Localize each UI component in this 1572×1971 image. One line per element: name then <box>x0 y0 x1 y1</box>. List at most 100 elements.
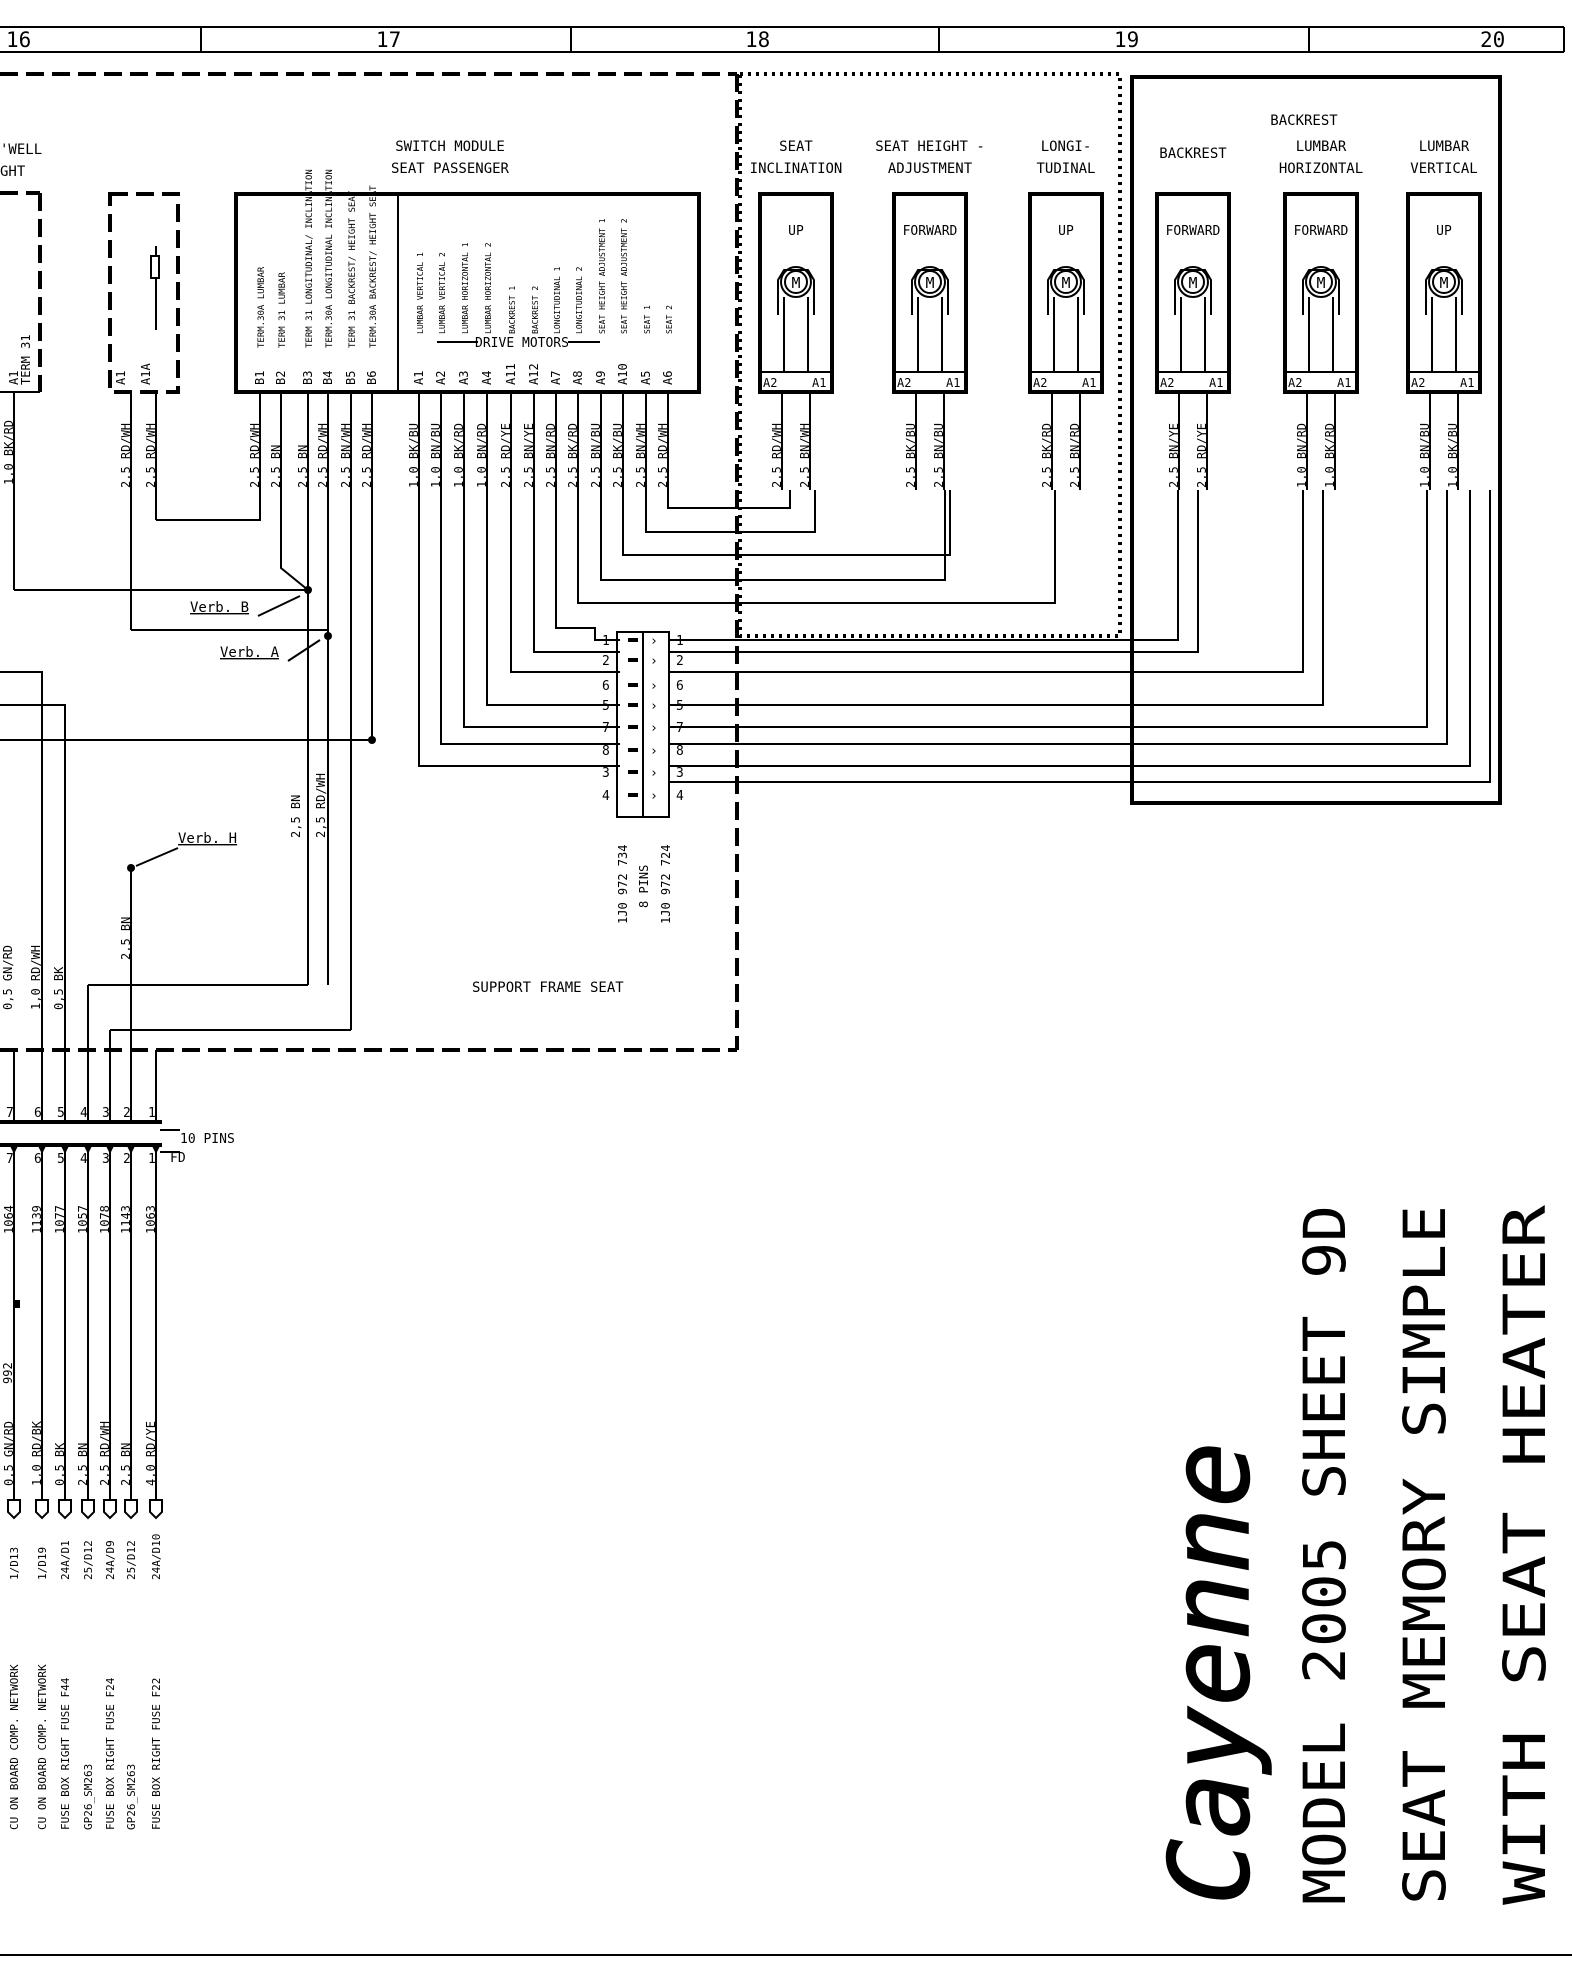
pin-label: B4 <box>321 371 335 385</box>
motor-box <box>758 192 834 394</box>
reference-label: 1/D13 <box>8 1547 21 1580</box>
pin-label: A2 <box>897 376 911 390</box>
wire-label: 2,5 RD/WH <box>144 423 158 488</box>
motor-direction: FORWARD <box>1166 224 1221 239</box>
wire-label: 2,5 BN/WH <box>798 423 812 488</box>
splice-label: Verb. A <box>220 645 280 661</box>
connector-pin-label: 5 <box>57 1152 65 1167</box>
pin-function-label: BACKREST 2 <box>531 286 540 334</box>
connector-pin-label: 3 <box>602 766 610 781</box>
grid-column-label: 16 <box>6 28 31 52</box>
pin-label: A6 <box>661 371 675 385</box>
pin-function-label: SEAT HEIGHT ADJUSTMENT 1 <box>598 218 607 334</box>
terminal-icon <box>7 1499 21 1520</box>
wire-label: 1,0 BN/RD <box>475 423 489 488</box>
left-partial-label: GHT <box>0 164 26 180</box>
wire-label: 1,0 BK/RD <box>2 420 16 485</box>
motor-direction: FORWARD <box>1294 224 1349 239</box>
pin-label: B6 <box>365 371 379 385</box>
sheet-title-line: WITH SEAT HEATER <box>1491 1205 1559 1905</box>
wire-label: 2,5 BK/RD <box>566 423 580 488</box>
connector-pin-label: 1 <box>148 1152 156 1167</box>
wire-label: 2,5 RD/WH <box>98 1421 112 1486</box>
pin-label: A1 <box>1337 376 1351 390</box>
motor-direction: UP <box>788 224 804 239</box>
wire-label: 2,5 BN <box>269 445 283 488</box>
wire-label: 1,0 BN/BU <box>429 423 443 488</box>
wire-number: 1063 <box>144 1205 158 1234</box>
motor-symbol: M <box>1188 274 1197 292</box>
switch-module-title: SEAT PASSENGER <box>391 161 510 177</box>
support-frame-seat: SUPPORT FRAME SEAT <box>0 72 739 1052</box>
motor-icon <box>780 266 812 298</box>
pin-function-label: SEAT 1 <box>643 305 652 334</box>
terminal-icon <box>58 1499 72 1520</box>
connector-pin-label: 7 <box>6 1106 14 1121</box>
motor-icon <box>1432 270 1456 294</box>
wire-label: 0,5 BK <box>53 1442 67 1486</box>
small-switch-block: A1 A1A 2,5 RD/WH 2,5 RD/WH <box>108 192 180 630</box>
motor-title: TUDINAL <box>1036 161 1095 177</box>
pin-label: A1 <box>114 371 128 385</box>
pin-function-label: TERM 31 LONGITUDINAL/ INCLINATION <box>305 169 315 348</box>
pin-label: A9 <box>594 371 608 385</box>
motor-icon <box>784 270 808 294</box>
pin-label: A2 <box>1288 376 1302 390</box>
wire-label: 2,5 RD/YE <box>499 423 513 488</box>
motor-icon <box>1177 266 1209 298</box>
motor-direction: UP <box>1436 224 1452 239</box>
connector-pin-label: 4 <box>80 1152 88 1167</box>
pin-label: B5 <box>344 371 358 385</box>
wire-label: 2,5 BN/YE <box>522 423 536 488</box>
motor-title: BACKREST <box>1159 146 1227 162</box>
pin-label: A8 <box>571 371 585 385</box>
support-frame-label: SUPPORT FRAME SEAT <box>472 980 624 996</box>
wire-number: 1078 <box>98 1205 112 1234</box>
pin-label: TERM 31 <box>19 334 33 385</box>
connector-pin-label: 4 <box>602 789 610 804</box>
connector-pin-count: 10 PINS <box>180 1132 235 1147</box>
wire-label: 2,5 BN/RD <box>544 423 558 488</box>
destination-label: FUSE BOX RIGHT FUSE F22 <box>150 1678 163 1830</box>
terminal-icon <box>103 1499 117 1520</box>
destination-label: FUSE BOX RIGHT FUSE F44 <box>59 1677 72 1830</box>
motor-icon <box>1309 270 1333 294</box>
pin-label: A1 <box>7 371 21 385</box>
pin-label: A1 <box>812 376 826 390</box>
switch-module-title: SWITCH MODULE <box>395 139 505 155</box>
motor-box <box>1155 192 1231 394</box>
connector-pin-label: 1 <box>602 634 610 649</box>
motor-icon <box>1050 266 1082 298</box>
connector-pin-label: 4 <box>80 1106 88 1121</box>
reference-label: 25/D12 <box>82 1540 95 1580</box>
motor-group-enclosure <box>738 72 1122 638</box>
pin-label: A11 <box>504 363 518 385</box>
pin-label: A1 <box>946 376 960 390</box>
wire-label: 1,0 BK/BU <box>1446 423 1460 488</box>
wire-number: 1064 <box>2 1205 16 1234</box>
motor-icon <box>1054 270 1078 294</box>
pin-label: A1 <box>1460 376 1474 390</box>
motor-box <box>1028 192 1104 394</box>
wire-label: 2,5 RD/WH <box>360 423 374 488</box>
grid-column-label: 17 <box>376 28 401 52</box>
pin-label: A1 <box>1082 376 1096 390</box>
connector-pin-label: 6 <box>676 679 684 694</box>
wire-number: 1139 <box>30 1205 44 1234</box>
pin-function-label: TERM.30A LONGITUDINAL INCLINATION <box>325 169 335 348</box>
grid-strip: 16 17 18 19 20 <box>0 26 1565 53</box>
brand-script: Cayenne <box>1146 1441 1274 1905</box>
pin-label: A4 <box>480 371 494 385</box>
wire-label: 2,5 RD/WH <box>656 423 670 488</box>
splice-label: Verb. H <box>178 831 237 847</box>
wire-label: 2,5 BN/WH <box>339 423 353 488</box>
reference-label: 24A/D9 <box>104 1540 117 1580</box>
motor-box <box>892 192 968 394</box>
connector-pin-label: 6 <box>34 1152 42 1167</box>
motor-box <box>1406 192 1482 394</box>
switch-module: SWITCH MODULE SEAT PASSENGER DRIVE MOTOR… <box>234 139 701 490</box>
connector-pin-label: 1 <box>148 1106 156 1121</box>
